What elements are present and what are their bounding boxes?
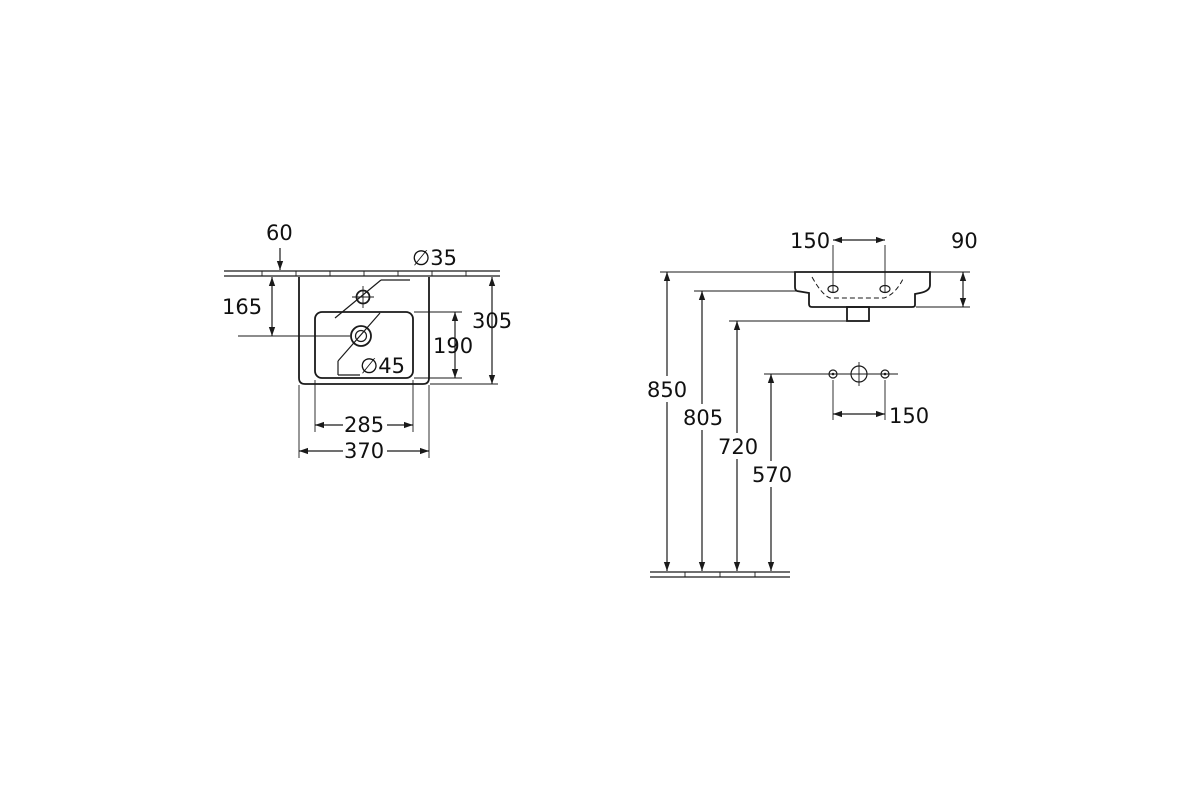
dim-190-label: 190 (433, 334, 473, 358)
dim-305-label: 305 (472, 309, 512, 333)
dim-285-label: 285 (344, 413, 384, 437)
tap-hole (334, 279, 410, 319)
dim-570: 570 (750, 373, 830, 571)
dim-150-top-label: 150 (790, 229, 830, 253)
dim-150-bottom-label: 150 (889, 404, 929, 428)
floor-line (650, 571, 790, 578)
top-view: 60 165 305 190 285 (222, 221, 512, 463)
dim-370-label: 370 (344, 439, 384, 463)
dim-305: 305 (430, 277, 512, 385)
dim-165: 165 (222, 277, 350, 337)
dim-90-label: 90 (951, 229, 978, 253)
dim-150-top: 150 (790, 229, 885, 253)
dim-150-bottom: 150 (833, 404, 929, 428)
basin-bowl (314, 311, 414, 379)
dim-60-label: 60 (266, 221, 293, 245)
dim-370: 370 (298, 385, 430, 463)
dim-805: 805 (681, 290, 797, 571)
basin-profile (794, 245, 931, 322)
dim-285: 285 (314, 380, 414, 437)
tap-hole-diameter-label: ∅35 (412, 246, 457, 270)
dim-850-label: 850 (647, 378, 687, 402)
wall-connections (820, 362, 898, 420)
dim-190: 190 (414, 311, 473, 379)
waste-hole (337, 312, 381, 376)
dim-90: 90 (916, 229, 978, 308)
dim-165-label: 165 (222, 295, 262, 319)
basin-outline (298, 277, 430, 385)
side-view: 150 90 850 805 720 (645, 229, 978, 578)
dim-570-label: 570 (752, 463, 792, 487)
wall-line (224, 270, 500, 277)
waste-hole-diameter-label: ∅45 (360, 354, 405, 378)
dim-720-label: 720 (718, 435, 758, 459)
dim-850: 850 (645, 271, 795, 571)
dim-805-label: 805 (683, 406, 723, 430)
dim-720: 720 (716, 320, 847, 571)
dim-60: 60 (266, 221, 293, 270)
